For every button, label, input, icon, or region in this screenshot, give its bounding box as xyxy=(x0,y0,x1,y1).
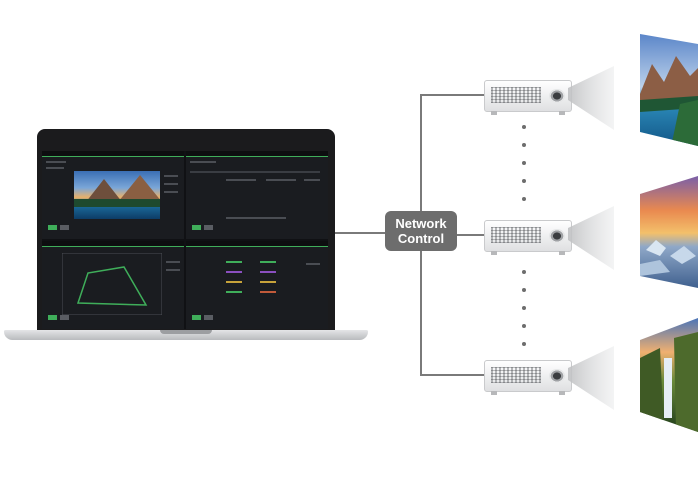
color-bar-green xyxy=(226,291,242,293)
ellipsis-dot xyxy=(522,197,526,201)
cliff-left xyxy=(640,348,664,432)
color-bar-green xyxy=(226,261,242,263)
ice-floe xyxy=(646,240,666,256)
color-bar-red xyxy=(260,291,276,293)
laptop-link-line xyxy=(335,232,385,234)
ice-floe xyxy=(670,246,696,264)
ok-button[interactable] xyxy=(192,315,201,320)
field-strip xyxy=(266,179,296,181)
toolbar-strip xyxy=(190,161,216,163)
lens-icon xyxy=(549,369,565,383)
header-strip xyxy=(190,171,320,173)
cliff-right xyxy=(674,332,698,432)
cancel-button[interactable] xyxy=(204,315,213,320)
ellipsis-dot xyxy=(522,125,526,129)
panel-strip xyxy=(166,269,180,271)
laptop-notch xyxy=(160,330,212,334)
pane-accent-line xyxy=(42,156,184,157)
pane-accent-line xyxy=(186,246,328,247)
warp-pane xyxy=(42,241,184,329)
color-bar-purple xyxy=(226,271,242,273)
ice-floe xyxy=(640,260,670,276)
pane-topbar xyxy=(42,151,184,157)
toolbar-strip xyxy=(46,167,64,169)
network-control-box: Network Control xyxy=(385,211,457,251)
beam-shape xyxy=(568,206,614,270)
vent-grille xyxy=(491,367,541,383)
color-bar-yellow xyxy=(226,281,242,283)
light-beam-3 xyxy=(568,346,614,410)
waterfall xyxy=(664,358,672,418)
vent-grille xyxy=(491,87,541,103)
ellipsis-dot xyxy=(522,288,526,292)
ellipsis-dot xyxy=(522,306,526,310)
ellipsis-dot xyxy=(522,324,526,328)
panel-strip xyxy=(164,175,178,177)
branch-line-1 xyxy=(420,94,484,96)
lens-icon xyxy=(549,229,565,243)
pane-topbar xyxy=(186,151,328,157)
network-label-line2: Control xyxy=(397,231,445,246)
panel-strip xyxy=(306,263,320,265)
cancel-button[interactable] xyxy=(204,225,213,230)
ok-button[interactable] xyxy=(192,225,201,230)
projector-3 xyxy=(484,360,572,395)
pane-accent-line xyxy=(186,156,328,157)
beam-shape xyxy=(568,66,614,130)
field-strip xyxy=(226,217,286,219)
projector-foot xyxy=(559,111,565,115)
projector-foot xyxy=(559,251,565,255)
ok-button[interactable] xyxy=(48,225,57,230)
pane-accent-line xyxy=(42,246,184,247)
panel-strip xyxy=(164,191,178,193)
color-bar-green xyxy=(260,261,276,263)
mountain-range xyxy=(640,56,698,104)
ellipsis-dot xyxy=(522,270,526,274)
projector-1 xyxy=(484,80,572,115)
glacier-sunset-image xyxy=(640,176,698,288)
ellipsis-dot xyxy=(522,342,526,346)
projector-foot xyxy=(491,111,497,115)
projector-foot xyxy=(491,251,497,255)
pane-topbar xyxy=(42,241,184,247)
field-strip xyxy=(226,179,256,181)
laptop-base xyxy=(4,330,368,340)
network-label-line1: Network xyxy=(395,216,447,231)
branch-line-2 xyxy=(457,234,484,236)
forest-band xyxy=(74,199,160,207)
color-bar-purple xyxy=(260,271,276,273)
light-beam-2 xyxy=(568,206,614,270)
waterfall-valley-image xyxy=(640,318,698,432)
panel-strip xyxy=(164,183,178,185)
field-strip xyxy=(304,179,320,181)
panel-strip xyxy=(166,261,180,263)
laptop-screen xyxy=(42,151,328,329)
cancel-button[interactable] xyxy=(60,225,69,230)
preview-image xyxy=(74,171,160,219)
ellipsis-dot xyxy=(522,179,526,183)
ellipsis-dot xyxy=(522,161,526,165)
branch-line-3 xyxy=(420,374,484,376)
ellipsis-dot xyxy=(522,143,526,147)
preview-pane xyxy=(42,151,184,239)
mountain-lake-image xyxy=(640,34,698,146)
cancel-button[interactable] xyxy=(60,315,69,320)
vent-grille xyxy=(491,227,541,243)
warp-quad[interactable] xyxy=(76,266,148,306)
color-pane xyxy=(186,241,328,329)
toolbar-strip xyxy=(46,161,66,163)
tools-pane xyxy=(186,151,328,239)
projector-foot xyxy=(491,391,497,395)
warp-grid xyxy=(62,253,162,315)
beam-shape xyxy=(568,346,614,410)
pane-topbar xyxy=(186,241,328,247)
projector-foot xyxy=(559,391,565,395)
color-bar-yellow xyxy=(260,281,276,283)
projector-2 xyxy=(484,220,572,255)
ok-button[interactable] xyxy=(48,315,57,320)
lens-icon xyxy=(549,89,565,103)
light-beam-1 xyxy=(568,66,614,130)
shore-trees xyxy=(670,100,698,146)
